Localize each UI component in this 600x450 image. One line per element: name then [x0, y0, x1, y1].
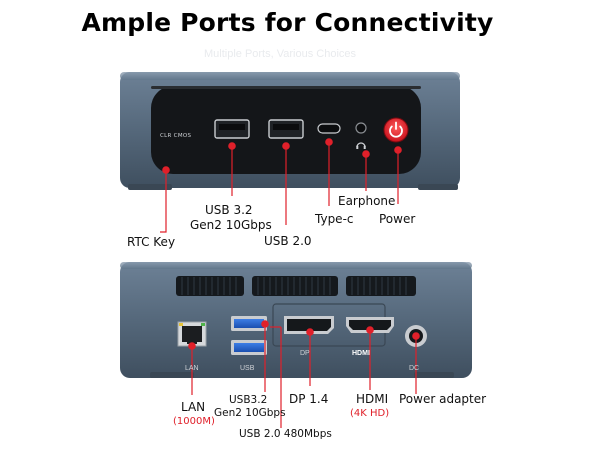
- earphone-label: Earphone: [338, 194, 396, 208]
- rear-foot-right: [414, 372, 454, 378]
- typec-label: Type-c: [315, 212, 354, 226]
- power-button: [383, 117, 409, 143]
- rear-usb32-label: USB3.2: [229, 394, 268, 406]
- dp-label: DP 1.4: [289, 392, 329, 406]
- usb-port-mark: USB: [240, 365, 255, 372]
- page-subtitle: Multiple Ports, Various Choices: [203, 48, 357, 60]
- rear-hdmi-port: [346, 317, 394, 333]
- power-icon: [389, 125, 403, 138]
- front-callout-lines: [160, 138, 402, 233]
- rear-dp-port: [284, 316, 334, 334]
- hdmi-label: HDMI: [356, 392, 389, 406]
- front-usb32-port: [214, 119, 250, 139]
- earphone-jack: [355, 122, 367, 134]
- vent-slats: [181, 277, 407, 295]
- dc-port-mark: DC: [409, 365, 420, 372]
- rear-usb20-port: [231, 340, 267, 355]
- rtc-key-label: RTC Key: [127, 235, 176, 249]
- rear-usb32-speed-label: Gen2 10Gbps: [214, 407, 286, 419]
- front-foot-right: [418, 184, 458, 190]
- lan-port-mark: LAN: [185, 365, 199, 372]
- lan-label: LAN: [181, 400, 206, 414]
- rear-callout-lines: [188, 320, 420, 428]
- hdmi-port-mark: HDMI: [352, 350, 370, 357]
- front-typec-port: [317, 123, 341, 134]
- front-usb20-port: [268, 119, 304, 139]
- dp-port-mark: DP: [300, 350, 310, 357]
- rear-usb20-label: USB 2.0 480Mbps: [239, 428, 332, 440]
- headphone-icon: [356, 142, 366, 148]
- power-label: Power: [379, 212, 416, 226]
- clr-cmos-label: CLR CMOS: [160, 133, 192, 139]
- power-adapter-label: Power adapter: [399, 392, 487, 406]
- front-foot-left: [128, 184, 172, 190]
- rear-usb32-port: [231, 316, 267, 331]
- lan-speed-label: (1000M): [173, 416, 215, 427]
- front-usb32-label: USB 3.2: [205, 203, 253, 217]
- rear-lan-port: [177, 321, 207, 347]
- rear-foot-left: [150, 372, 194, 378]
- hdmi-resolution-label: (4K HD): [350, 408, 390, 419]
- page-title: Ample Ports for Connectivity: [81, 8, 494, 37]
- front-usb32-speed-label: Gen2 10Gbps: [190, 218, 272, 232]
- front-usb20-label: USB 2.0: [264, 234, 312, 248]
